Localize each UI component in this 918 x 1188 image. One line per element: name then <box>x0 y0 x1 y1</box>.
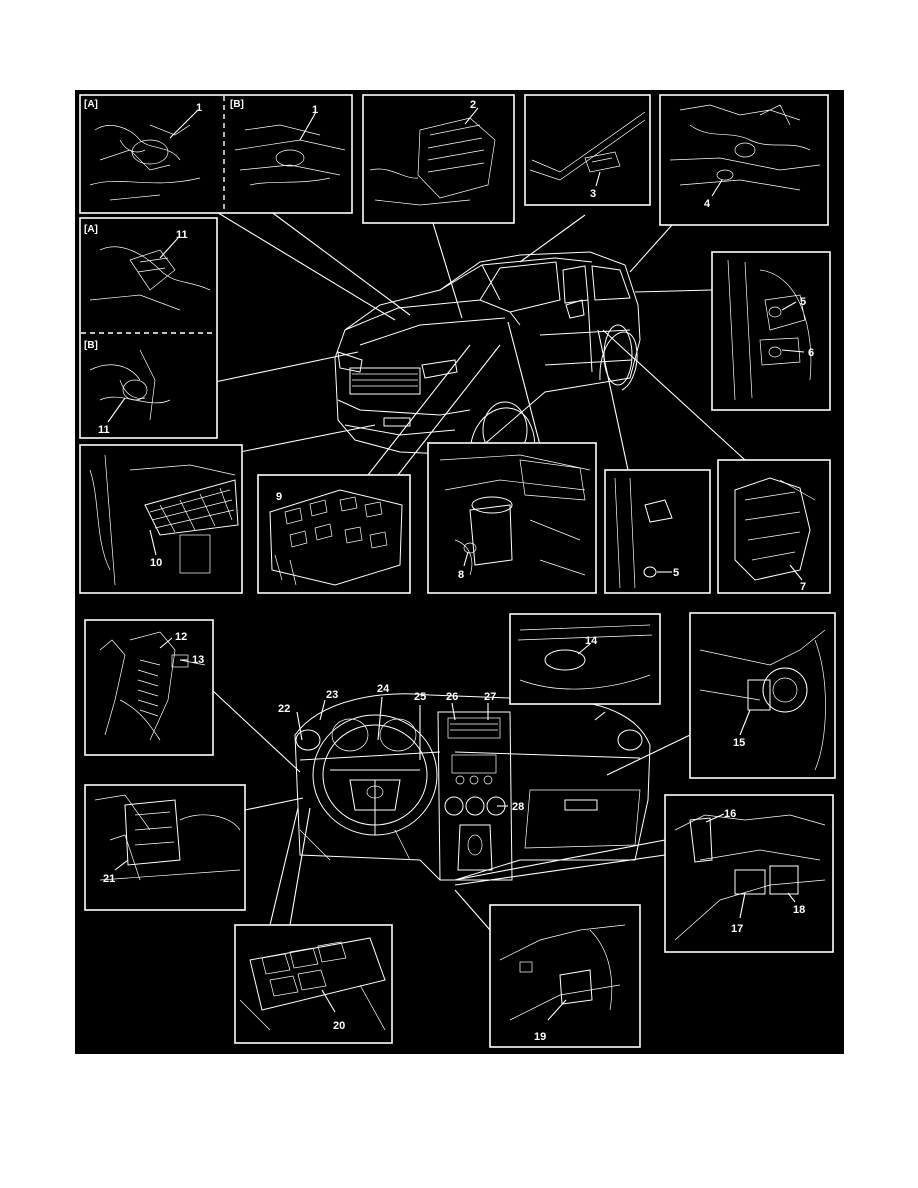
panel-component-3: 3 <box>524 94 651 206</box>
panel-component-5-lower: 5 <box>604 469 711 594</box>
callout-5-upper: 5 <box>800 296 806 308</box>
vehicle-illustration <box>334 251 641 459</box>
callout-16: 16 <box>724 808 736 820</box>
callout-23: 23 <box>326 689 338 701</box>
callout-12: 12 <box>175 631 187 643</box>
panel-component-14: 14 <box>509 613 661 705</box>
callout-10: 10 <box>150 557 162 569</box>
panel-component-4: 4 <box>659 94 829 226</box>
callout-11-b: 11 <box>98 424 110 436</box>
dashboard-illustration <box>294 693 651 881</box>
callout-2: 2 <box>470 99 476 111</box>
callout-9: 9 <box>276 491 282 503</box>
leader-lines <box>204 204 746 931</box>
callout-1-a: 1 <box>196 102 202 114</box>
panel-component-2: 2 <box>362 94 515 224</box>
panel-component-5-6: 5 6 <box>711 251 831 411</box>
section-tag-a: [A] <box>84 99 98 110</box>
callout-25: 25 <box>414 691 426 703</box>
panel-component-21: 21 <box>84 784 246 911</box>
callout-20: 20 <box>333 1020 345 1032</box>
panel-engine-room-ab: [A] [B] 1 1 <box>79 94 353 214</box>
callout-13: 13 <box>192 654 204 666</box>
callout-17: 17 <box>731 923 743 935</box>
panel-component-16-17-18: 16 17 18 <box>664 794 834 953</box>
callout-3: 3 <box>590 188 596 200</box>
callout-24: 24 <box>377 683 390 695</box>
callout-4: 4 <box>704 198 711 210</box>
callout-15: 15 <box>733 737 745 749</box>
panel-component-11: [A] [B] 11 11 <box>79 217 218 439</box>
callout-8: 8 <box>458 569 464 581</box>
section-tag-b-11: [B] <box>84 340 98 351</box>
callout-26: 26 <box>446 691 458 703</box>
callout-7: 7 <box>800 581 806 593</box>
panel-component-10: 10 <box>79 444 243 594</box>
callout-21: 21 <box>103 873 115 885</box>
callout-22: 22 <box>278 703 290 715</box>
panel-component-12-13: 12 13 <box>84 619 214 756</box>
callout-19: 19 <box>534 1031 546 1043</box>
callout-27: 27 <box>484 691 496 703</box>
callout-18: 18 <box>793 904 805 916</box>
panel-component-20: 20 <box>234 924 393 1044</box>
callout-11-a: 11 <box>176 229 188 241</box>
panel-component-8: 8 <box>427 442 597 594</box>
callout-14: 14 <box>585 635 598 647</box>
callout-5-lower: 5 <box>673 567 679 579</box>
section-tag-a-11: [A] <box>84 224 98 235</box>
panel-component-15: 15 <box>689 612 836 779</box>
panel-component-19: 19 <box>489 904 641 1048</box>
callout-28: 28 <box>512 801 524 813</box>
panel-component-7: 7 <box>717 459 831 594</box>
callout-1-b: 1 <box>312 104 318 116</box>
callout-6: 6 <box>808 347 814 359</box>
section-tag-b: [B] <box>230 99 244 110</box>
panel-component-9: 9 <box>257 474 411 594</box>
